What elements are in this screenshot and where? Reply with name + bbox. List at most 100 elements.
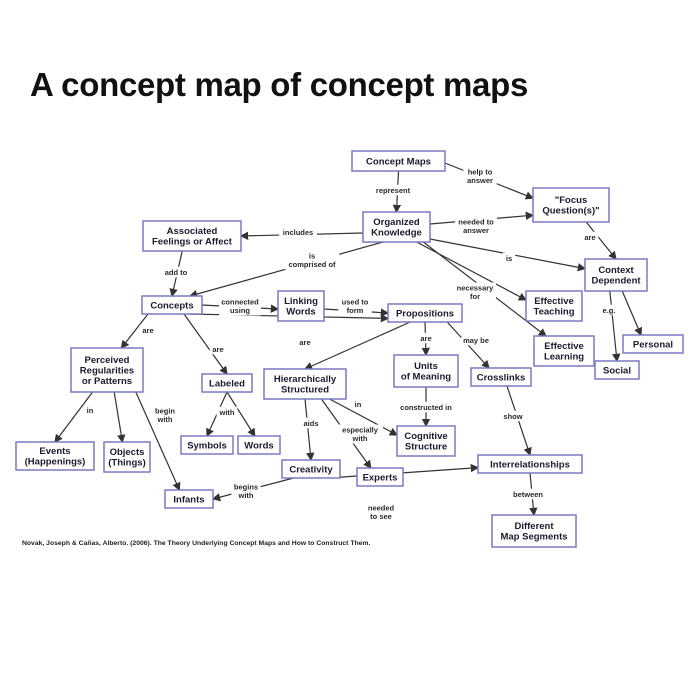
link-label-bg <box>338 296 372 316</box>
node-box <box>584 258 648 292</box>
node-box <box>180 435 234 455</box>
node-label: Propositions <box>396 308 454 319</box>
citation-text: Novak, Joseph & Cañas, Alberto. (2006). … <box>22 540 371 547</box>
node-box <box>393 354 459 388</box>
node-labeled: Labeled <box>201 373 253 393</box>
link-label-are-concepts: are <box>142 326 153 335</box>
node-box <box>533 335 595 367</box>
page-title: A concept map of concept maps <box>30 66 528 103</box>
node-box <box>15 441 95 471</box>
node-box <box>277 290 325 322</box>
link-label-bg <box>139 324 157 336</box>
link-label-may-be: may be <box>463 336 489 345</box>
node-box <box>396 425 456 457</box>
node-label: Concept Maps <box>366 156 431 167</box>
node-box <box>70 347 144 393</box>
node-label: Experts <box>363 472 398 483</box>
node-concepts: Concepts <box>141 295 203 315</box>
node-experts: Experts <box>356 467 404 487</box>
node-box <box>201 373 253 393</box>
link-label-bg <box>300 417 322 429</box>
link-label-are-units: are <box>420 334 431 343</box>
link-label-constructed-in: constructed in <box>400 403 452 412</box>
link-label-bg <box>219 296 261 316</box>
link-label-are-focus: are <box>584 233 595 242</box>
link-label-bg <box>455 216 497 236</box>
node-box <box>103 441 151 473</box>
node-label: Personal <box>633 339 673 350</box>
link-label-bg <box>366 502 396 522</box>
edge-hierarchically-structured-to-cognitive-structure <box>329 398 399 436</box>
node-box <box>477 454 583 474</box>
node-label: Objects(Things) <box>108 447 145 469</box>
link-label-in-events: in <box>87 406 94 415</box>
link-label-bg <box>284 250 340 270</box>
node-interrelationships: Interrelationships <box>477 454 583 474</box>
node-box <box>362 211 431 243</box>
node-box <box>470 367 532 387</box>
node-label: Concepts <box>150 300 193 311</box>
link-label-bg <box>394 401 458 413</box>
node-label: Labeled <box>209 378 245 389</box>
link-label-aids: aids <box>303 419 318 428</box>
node-words: Words <box>237 435 281 455</box>
link-label-bg <box>161 266 191 278</box>
edge-hierarchically-structured-to-creativity <box>304 398 315 462</box>
edge-context-dependent-to-social <box>609 290 621 363</box>
link-label-includes: includes <box>283 228 313 237</box>
link-label-with-symbols: with <box>219 408 235 417</box>
node-box <box>387 303 463 323</box>
link-label-bg <box>231 481 261 501</box>
edge-perceived-regularities-to-infants <box>135 391 181 492</box>
link-label-in-cognitive: in <box>355 400 362 409</box>
link-label-are-labeled: are <box>212 345 223 354</box>
node-crosslinks: Crosslinks <box>470 367 532 387</box>
node-label: Creativity <box>289 464 333 475</box>
link-label-bg <box>417 332 435 344</box>
edge-concepts-to-perceived-regularities <box>120 313 149 349</box>
node-box <box>237 435 281 455</box>
node-box <box>525 290 583 322</box>
link-label-bg <box>454 282 496 302</box>
node-box <box>491 514 577 548</box>
link-label-between: between <box>513 490 543 499</box>
link-label-bg <box>337 424 383 444</box>
link-label-bg <box>296 336 314 348</box>
node-social: Social <box>594 360 640 380</box>
node-concept-maps: Concept Maps <box>351 150 446 172</box>
link-label-bg <box>502 410 524 422</box>
link-label-is-context: is <box>506 254 512 263</box>
link-label-bg <box>209 343 227 355</box>
link-label-eg: e.g. <box>603 306 616 315</box>
node-box <box>142 220 242 252</box>
edge-perceived-regularities-to-events <box>54 391 94 443</box>
node-box <box>164 489 214 509</box>
link-label-bg <box>83 404 97 416</box>
node-box <box>263 368 347 400</box>
